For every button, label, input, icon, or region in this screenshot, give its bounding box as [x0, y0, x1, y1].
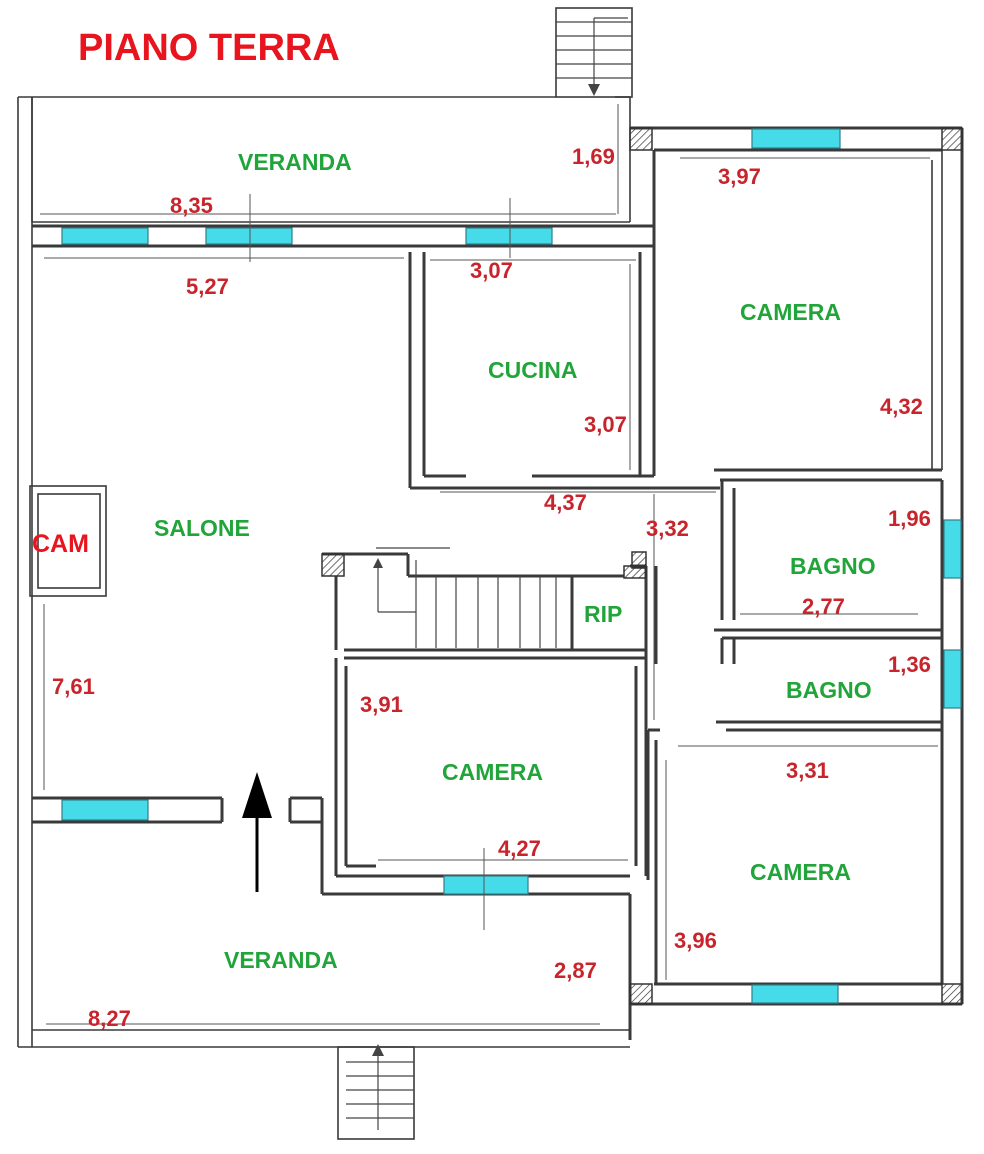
stair-down-arrow-icon	[588, 84, 600, 96]
pillars	[321, 127, 963, 1005]
dimension-camera-mid-width: 4,27	[498, 836, 541, 861]
entrance-arrow-icon	[242, 772, 272, 892]
plan-title: PIANO TERRA	[78, 27, 340, 69]
dimension-camera-top-width: 3,97	[718, 164, 761, 189]
dimension-corridor-width: 4,37	[544, 490, 587, 515]
dimension-camera-mid-depth: 3,91	[360, 692, 403, 717]
dimension-bagno-2-depth: 1,36	[888, 652, 931, 677]
dimension-veranda-bottom-depth: 2,87	[554, 958, 597, 983]
room-label-bagno-2: BAGNO	[786, 677, 872, 703]
room-label-camera-mid: CAMERA	[442, 759, 543, 785]
room-label-camera-top: CAMERA	[740, 299, 841, 325]
room-label-cam: CAM	[32, 530, 89, 558]
dimension-veranda-bottom-width: 8,27	[88, 1006, 131, 1031]
dimension-salone-width: 5,27	[186, 274, 229, 299]
dimension-cucina-width: 3,07	[470, 258, 513, 283]
stair-up-arrow-icon	[372, 1044, 384, 1056]
windows	[61, 128, 962, 1004]
dimension-camera-top-depth: 4,32	[880, 394, 923, 419]
room-label-salone: SALONE	[154, 515, 250, 541]
room-label-camera-right: CAMERA	[750, 859, 851, 885]
dimension-veranda-top-depth: 1,69	[572, 144, 615, 169]
room-label-veranda-top: VERANDA	[238, 149, 352, 175]
room-label-rip: RIP	[584, 601, 622, 627]
dimension-corridor-depth: 3,32	[646, 516, 689, 541]
dimension-bagno-1-width: 2,77	[802, 594, 845, 619]
room-label-cucina: CUCINA	[488, 357, 577, 383]
stair-up-arrow-icon	[373, 558, 383, 568]
dimension-bagno-1-depth: 1,96	[888, 506, 931, 531]
dimension-cucina-depth: 3,07	[584, 412, 627, 437]
dimension-camera-right-depth: 3,96	[674, 928, 717, 953]
dimension-camera-right-width: 3,31	[786, 758, 829, 783]
room-label-veranda-bottom: VERANDA	[224, 947, 338, 973]
stairs	[337, 7, 633, 1140]
room-label-bagno-1: BAGNO	[790, 553, 876, 579]
dimension-salone-depth: 7,61	[52, 674, 95, 699]
dimension-veranda-top-width: 8,35	[170, 193, 213, 218]
dimension-lines	[40, 104, 938, 1025]
